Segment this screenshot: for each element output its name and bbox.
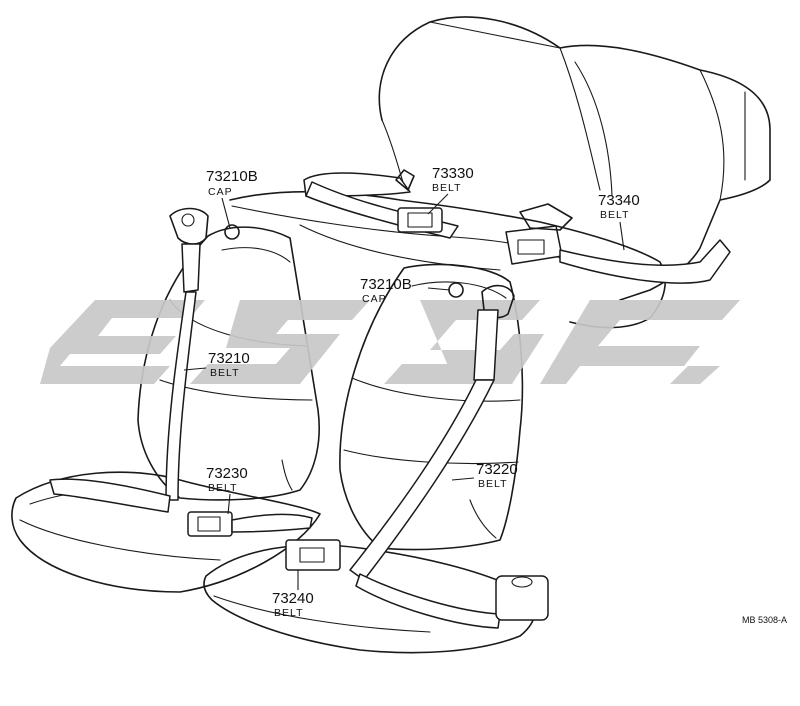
callout-73230-belt: 73230 BELT — [206, 465, 248, 515]
callout-part-number: 73210 — [208, 350, 250, 367]
callout-part-number: 73210B — [360, 276, 412, 293]
callout-part-number: 73220 — [476, 461, 518, 478]
callout-part-name: BELT — [210, 367, 239, 379]
watermark-logo — [40, 300, 740, 384]
callout-part-name: CAP — [208, 186, 233, 198]
callout-part-number: 73230 — [206, 465, 248, 482]
right-belt-73220 — [285, 282, 549, 629]
callout-part-name: BELT — [600, 209, 629, 221]
rear-belt-73330 — [303, 169, 459, 239]
rear-seat-back — [378, 16, 771, 301]
callout-part-number: 73240 — [272, 590, 314, 607]
figure-code: MB 5308-A — [742, 615, 787, 625]
callout-73210B-cap-right: 73210B CAP — [360, 276, 451, 305]
callout-73210-belt: 73210 BELT — [183, 350, 250, 379]
callout-73210B-cap-left: 73210B CAP — [206, 168, 258, 229]
right-front-seat — [203, 263, 536, 654]
callout-part-number: 73330 — [432, 165, 474, 182]
callout-part-name: BELT — [432, 182, 461, 194]
callout-part-name: BELT — [208, 482, 237, 494]
callout-73330-belt: 73330 BELT — [427, 165, 474, 215]
left-front-seat — [11, 226, 321, 593]
callout-part-number: 73210B — [206, 168, 258, 185]
left-belt-73210 — [49, 207, 313, 537]
rear-belt-73340 — [505, 203, 731, 284]
callout-73240-belt: 73240 BELT — [272, 570, 314, 619]
callout-part-name: BELT — [274, 607, 303, 619]
callout-73340-belt: 73340 BELT — [598, 192, 640, 251]
callout-part-name: CAP — [362, 293, 387, 305]
callout-part-name: BELT — [478, 478, 507, 490]
callout-part-number: 73340 — [598, 192, 640, 209]
callout-73220-belt: 73220 BELT — [451, 461, 518, 490]
